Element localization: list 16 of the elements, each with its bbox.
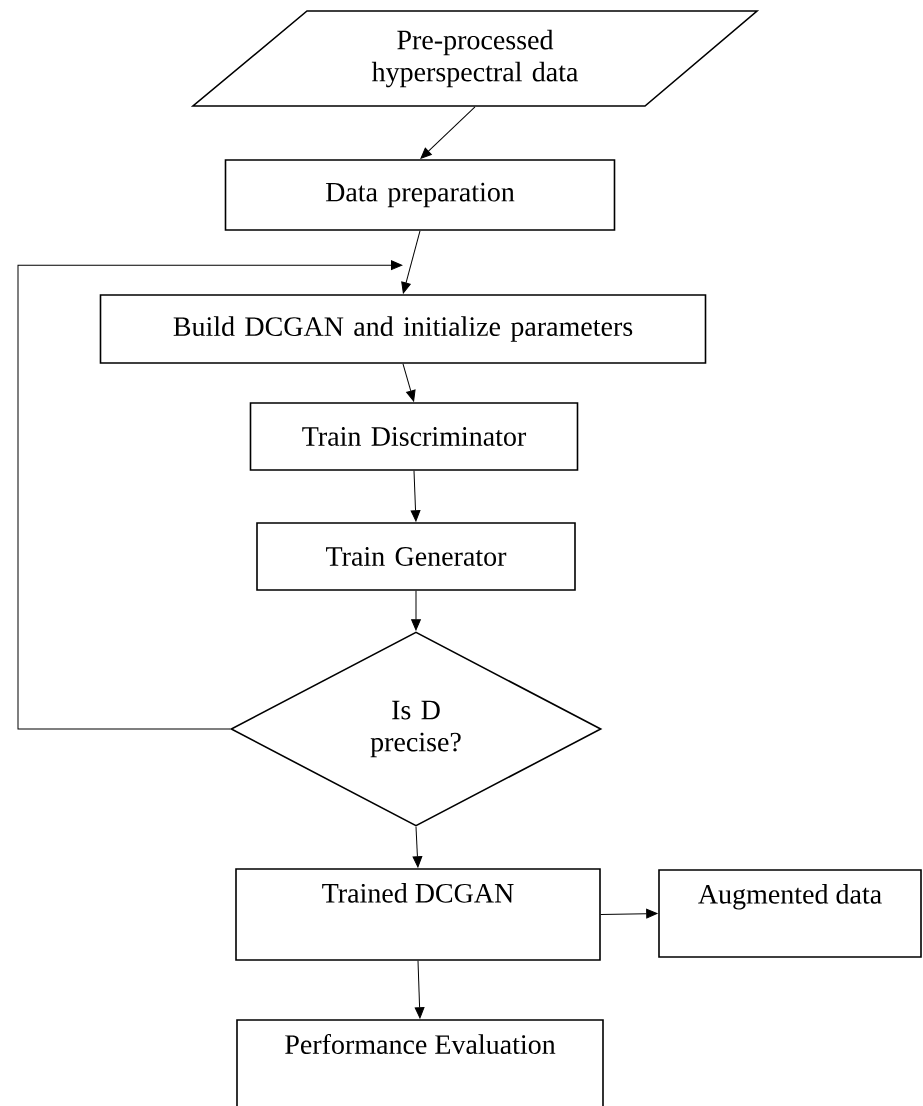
output-box: Augmented data bbox=[658, 869, 922, 958]
process-box: Trained DCGAN bbox=[235, 868, 601, 961]
process-box: Performance Evaluation bbox=[236, 1019, 604, 1106]
arrow bbox=[402, 363, 416, 402]
process-box: Data preparation bbox=[224, 159, 616, 231]
arrow bbox=[600, 908, 658, 919]
arrow bbox=[420, 106, 476, 159]
arrow bbox=[410, 470, 421, 522]
arrow bbox=[412, 826, 423, 868]
process-box: Train Discriminator bbox=[249, 402, 579, 471]
process-box: Train Generator bbox=[256, 522, 576, 591]
arrow bbox=[17, 260, 403, 730]
arrow bbox=[414, 960, 425, 1019]
arrow bbox=[411, 590, 421, 631]
process-box: Build DCGAN and initialize parameters bbox=[99, 294, 707, 364]
arrow bbox=[401, 230, 421, 294]
